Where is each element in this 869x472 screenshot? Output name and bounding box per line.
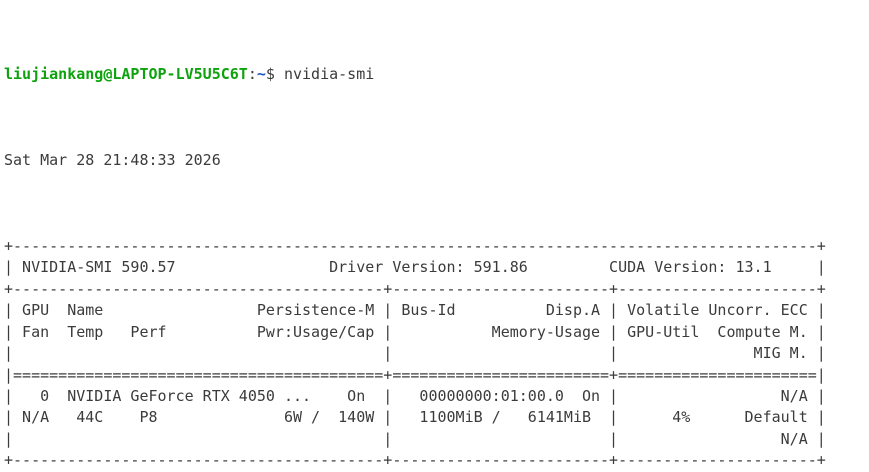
output-date: Sat Mar 28 21:48:33 2026: [4, 151, 221, 170]
terminal-line: +---------------------------------------…: [4, 451, 826, 470]
terminal-line: | NVIDIA-SMI 590.57 Driver Version: 591.…: [4, 258, 826, 277]
terminal-line: | N/A 44C P8 6W / 140W | 1100MiB / 6141M…: [4, 408, 826, 427]
command-text: nvidia-smi: [283, 65, 375, 84]
terminal-line: | GPU Name Persistence-M | Bus-Id Disp.A…: [4, 301, 826, 320]
nvidia-smi-output: +---------------------------------------…: [4, 236, 869, 472]
terminal-line: | Fan Temp Perf Pwr:Usage/Cap | Memory-U…: [4, 322, 826, 341]
prompt-user-host: liujiankang@LAPTOP-LV5U5C6T: [4, 65, 248, 84]
terminal-line: +---------------------------------------…: [4, 236, 826, 255]
terminal-line: | | | N/A |: [4, 429, 826, 448]
prompt-path: ~: [256, 65, 266, 84]
prompt-dollar: $: [265, 65, 284, 84]
prompt-line: liujiankang@LAPTOP-LV5U5C6T:~$ nvidia-sm…: [4, 64, 869, 85]
terminal-line: | | | MIG M. |: [4, 344, 826, 363]
terminal-line: |=======================================…: [4, 365, 826, 384]
terminal-line: +---------------------------------------…: [4, 279, 826, 298]
terminal-line: | 0 NVIDIA GeForce RTX 4050 ... On | 000…: [4, 387, 826, 406]
prompt-colon: :: [247, 65, 257, 84]
